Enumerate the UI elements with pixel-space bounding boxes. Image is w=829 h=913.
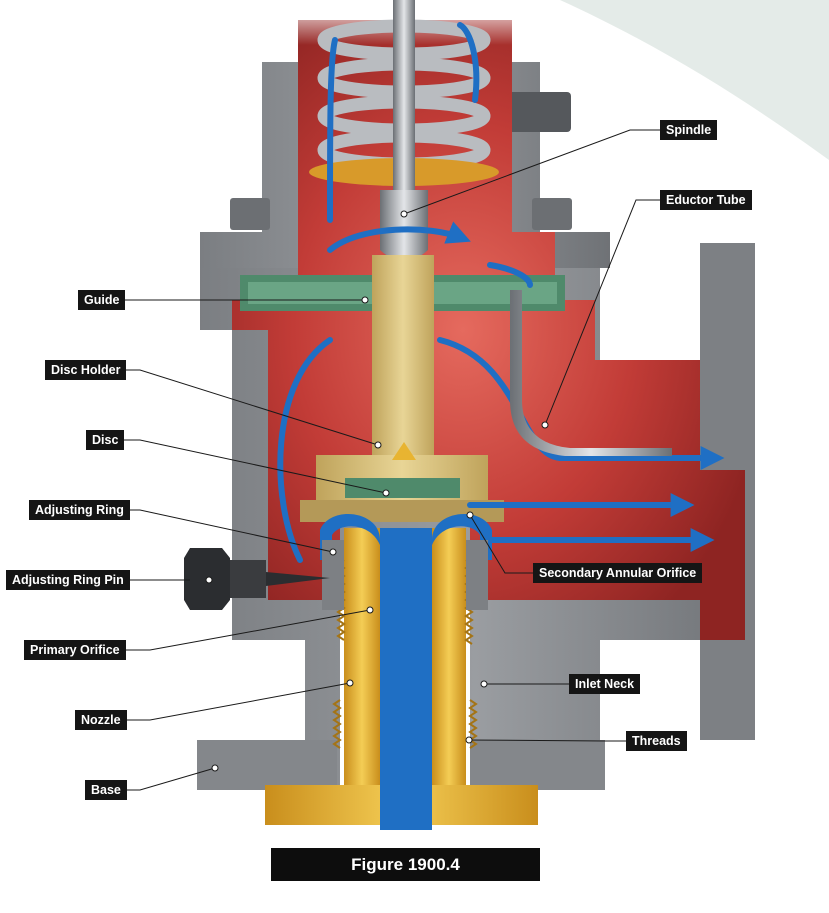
label-adjusting-ring-pin: Adjusting Ring Pin — [6, 570, 130, 590]
label-guide: Guide — [78, 290, 126, 310]
adjusting-ring-part — [322, 540, 344, 610]
leader-dots — [205, 210, 549, 772]
label-disc-holder: Disc Holder — [45, 360, 127, 380]
label-eductor-tube: Eductor Tube — [660, 190, 752, 210]
label-threads: Threads — [626, 731, 687, 751]
label-inlet-neck: Inlet Neck — [569, 674, 641, 694]
label-adjusting-ring: Adjusting Ring — [29, 500, 130, 520]
label-spindle: Spindle — [660, 120, 718, 140]
label-primary-orifice: Primary Orifice — [24, 640, 126, 660]
eductor-tube-part — [510, 290, 672, 456]
figure-caption: Figure 1900.4 — [271, 848, 540, 881]
label-secondary-annular-orifice: Secondary Annular Orifice — [533, 563, 703, 583]
label-base: Base — [85, 780, 127, 800]
spindle-rod — [393, 0, 415, 190]
label-disc: Disc — [86, 430, 125, 450]
background-swoosh — [560, 0, 829, 160]
flow-stream — [320, 513, 492, 830]
label-nozzle: Nozzle — [75, 710, 127, 730]
disc-part — [345, 478, 460, 498]
spindle-tip — [380, 190, 428, 261]
